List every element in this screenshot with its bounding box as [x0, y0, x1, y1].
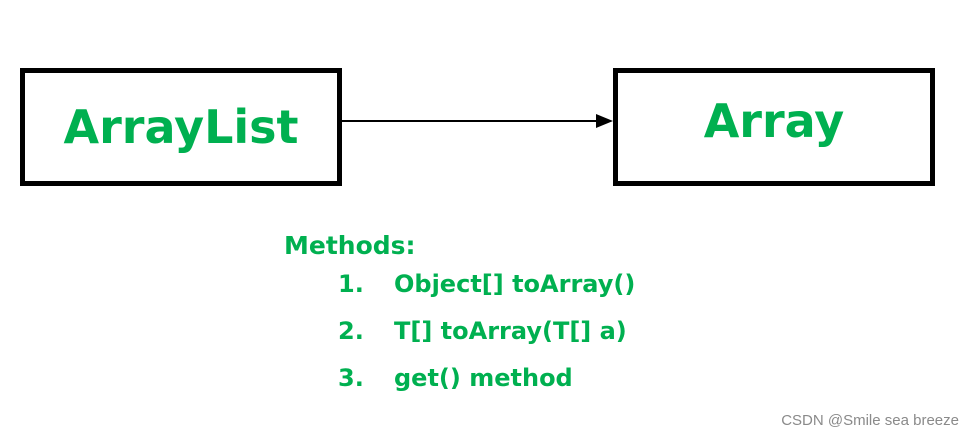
arrow-head	[596, 114, 613, 128]
method-text: Object[] toArray()	[394, 270, 636, 298]
method-number: 2.	[338, 317, 364, 345]
methods-section: Methods: 1. Object[] toArray() 2. T[] to…	[284, 228, 635, 405]
method-text: get() method	[394, 364, 573, 392]
method-number: 3.	[338, 364, 364, 392]
method-item: 3. get() method	[284, 358, 573, 405]
method-text: T[] toArray(T[] a)	[394, 317, 627, 345]
array-label: Array	[703, 94, 845, 148]
arraylist-label: ArrayList	[63, 100, 299, 154]
array-box: Array	[613, 68, 935, 186]
method-item: 1. Object[] toArray()	[284, 264, 635, 311]
method-item: 2. T[] toArray(T[] a)	[284, 311, 627, 358]
methods-title: Methods:	[284, 231, 416, 260]
watermark-text: CSDN @Smile sea breeze	[781, 412, 959, 429]
arraylist-box: ArrayList	[20, 68, 342, 186]
method-number: 1.	[338, 270, 364, 298]
